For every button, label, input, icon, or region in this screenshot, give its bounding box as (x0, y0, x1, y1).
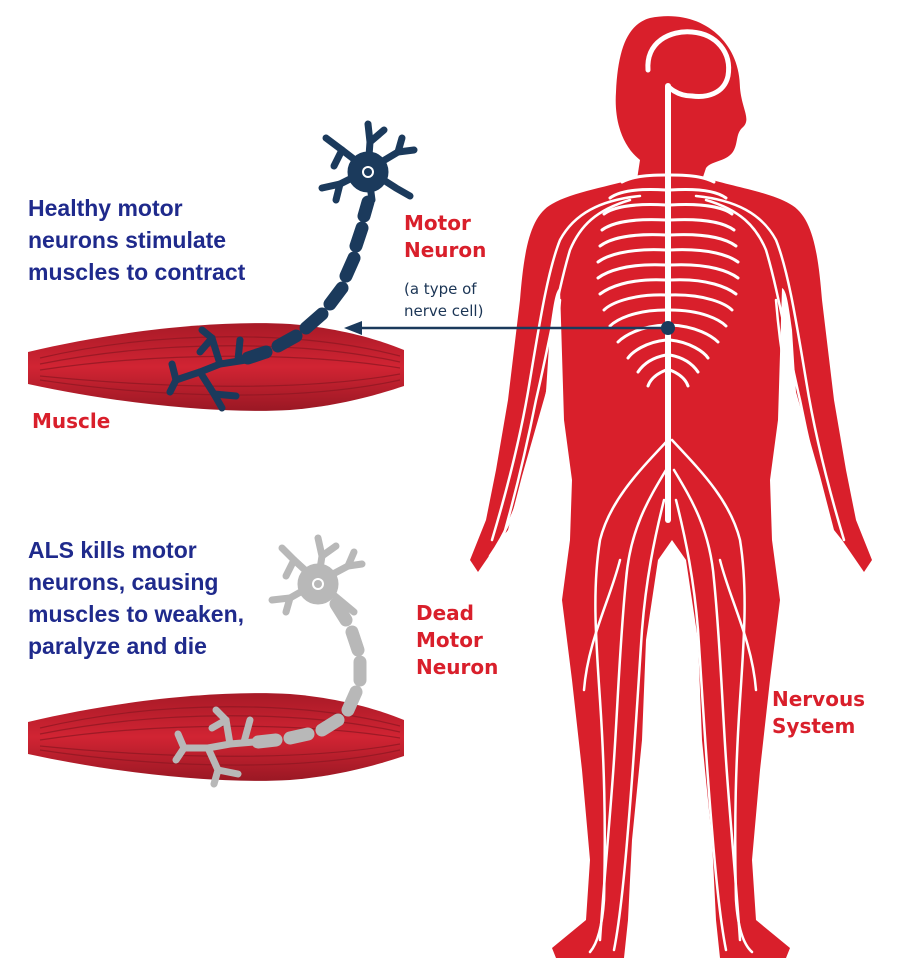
caption-line: ALS kills motor (28, 534, 244, 566)
label-line: System (772, 713, 865, 740)
note-line: nerve cell) (404, 300, 483, 322)
caption-line: neurons stimulate (28, 224, 245, 256)
label-line: Motor (404, 210, 486, 237)
healthy-neurons-caption: Healthy motor neurons stimulate muscles … (28, 192, 245, 288)
caption-line: muscles to contract (28, 256, 245, 288)
muscle-label: Muscle (32, 408, 110, 435)
head-shape (616, 16, 747, 186)
nerve-lines (490, 32, 846, 952)
label-line: Motor (416, 627, 498, 654)
caption-line: Healthy motor (28, 192, 245, 224)
motor-neuron-label: Motor Neuron (404, 210, 486, 264)
nervous-system-label: Nervous System (772, 686, 865, 740)
human-body-figure (470, 16, 872, 958)
caption-line: paralyze and die (28, 630, 244, 662)
label-line: Dead (416, 600, 498, 627)
caption-line: muscles to weaken, (28, 598, 244, 630)
label-line: Nervous (772, 686, 865, 713)
caption-line: neurons, causing (28, 566, 244, 598)
als-caption: ALS kills motor neurons, causing muscles… (28, 534, 244, 662)
label-line: Neuron (416, 654, 498, 681)
note-line: (a type of (404, 278, 483, 300)
dead-motor-neuron-label: Dead Motor Neuron (416, 600, 498, 681)
label-line: Neuron (404, 237, 486, 264)
motor-neuron-note: (a type of nerve cell) (404, 278, 483, 322)
